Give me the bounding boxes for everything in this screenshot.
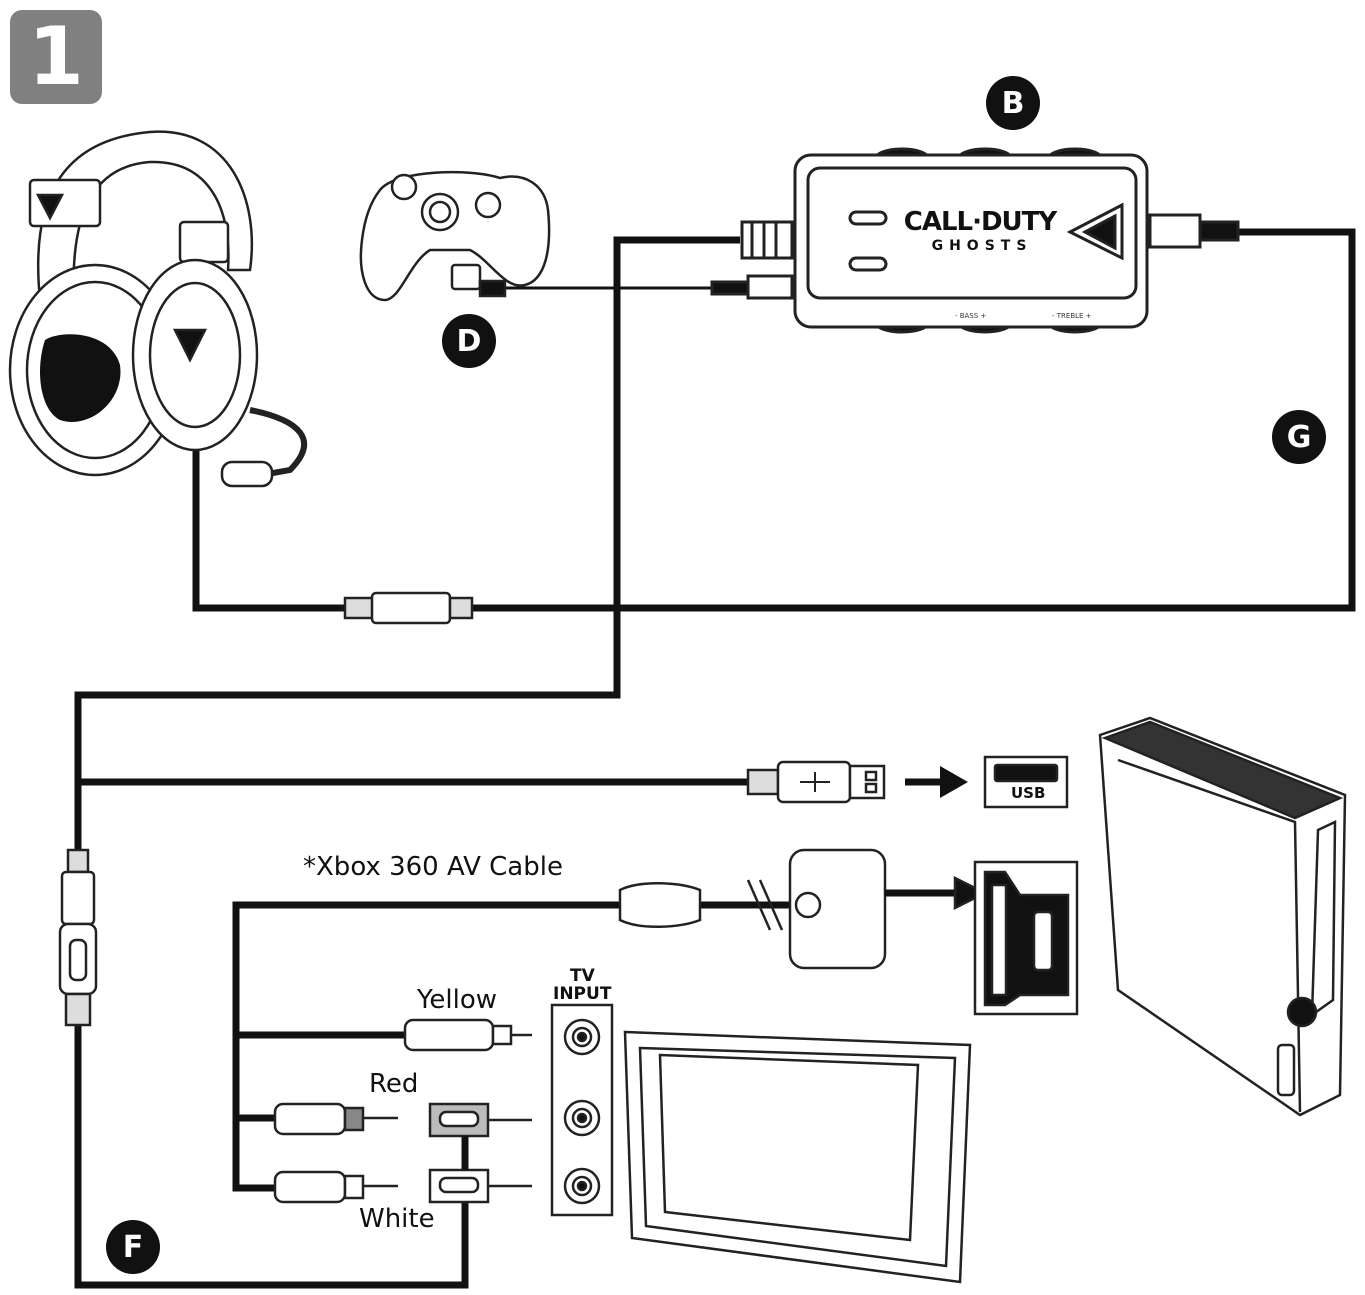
television — [623, 1030, 972, 1284]
red-label: Red — [369, 1069, 419, 1099]
usb-plug — [746, 760, 886, 804]
callout-d: D — [442, 314, 496, 368]
step-number-badge: 1 — [10, 10, 102, 104]
headset-illustration — [8, 130, 308, 488]
amp-logo-title: CALL·DUTY — [903, 207, 1057, 237]
trunk-cable-f — [74, 1025, 469, 1289]
usb-port-label: USB — [1011, 784, 1046, 802]
av-cable — [232, 901, 630, 1192]
av-port — [973, 860, 1079, 1016]
tv-input-label-line1: TV — [570, 966, 595, 986]
white-label: White — [359, 1204, 435, 1234]
amp-controller-box — [710, 147, 1240, 334]
amp-treble-label: - TREBLE + — [1052, 312, 1092, 320]
headset-inline-plug — [58, 848, 98, 1027]
amp-control-labels: - BASS + - TREBLE + — [955, 312, 1092, 320]
av-cable-parts — [618, 848, 988, 970]
amp-input-cable — [74, 236, 740, 850]
usb-port — [983, 755, 1069, 809]
controller-illustration — [359, 170, 551, 302]
yellow-rca-plug — [403, 1018, 495, 1052]
amp-logo-subtitle: GHOSTS — [931, 238, 1033, 254]
inline-connector — [343, 591, 474, 625]
callout-b: B — [986, 76, 1040, 130]
callout-f: F — [106, 1220, 160, 1274]
usb-arrow-icon — [905, 766, 968, 798]
xbox-console — [1098, 716, 1347, 1117]
yellow-label: Yellow — [417, 985, 498, 1015]
av-cable-label: *Xbox 360 AV Cable — [303, 852, 563, 882]
amp-bass-label: - BASS + — [955, 312, 986, 320]
cables — [74, 228, 1356, 1289]
red-rca-plug — [273, 1102, 347, 1136]
tv-input-label-line2: INPUT — [553, 984, 612, 1004]
tv-input-panel — [550, 1003, 614, 1217]
headset-cable — [192, 445, 345, 612]
rca-plugs — [273, 1018, 532, 1204]
white-rca-plug — [273, 1170, 347, 1204]
amp-output-cable-g — [470, 228, 1356, 612]
callout-g: G — [1272, 410, 1326, 464]
